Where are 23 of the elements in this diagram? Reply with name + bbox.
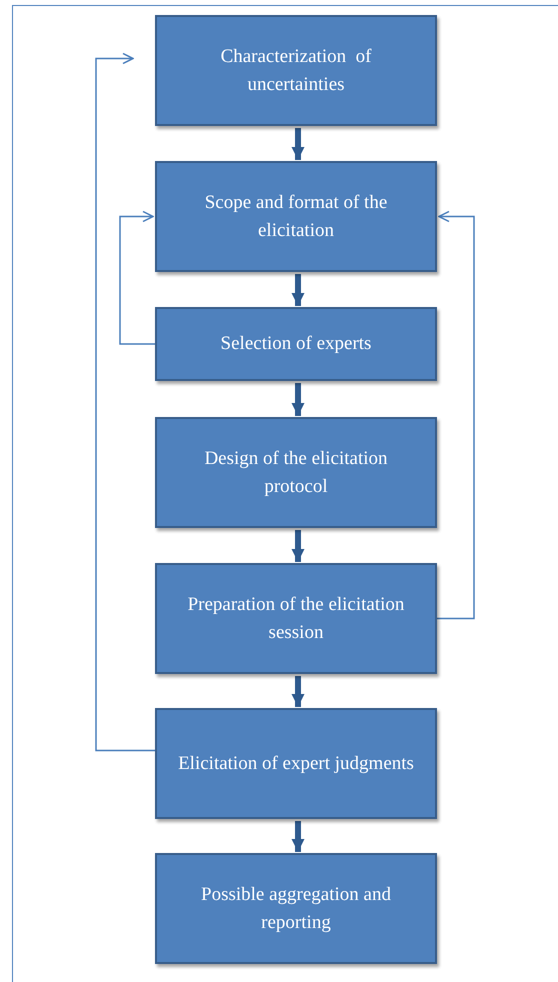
feedback-arrow (95, 52, 155, 752)
down-arrow (291, 530, 305, 562)
step-label: Selection of experts (220, 332, 372, 356)
step-label: Elicitation of expert judgments (178, 752, 414, 776)
down-arrow (291, 383, 305, 416)
process-box (155, 563, 437, 674)
down-arrow (291, 821, 305, 852)
feedback-arrow (119, 210, 155, 345)
step-label: Characterization of uncertainties (220, 44, 372, 96)
step-label: Scope and format of the elicitation (204, 190, 388, 242)
process-box (155, 307, 437, 381)
feedback-arrow (437, 210, 475, 620)
process-box (155, 708, 437, 819)
down-arrow (291, 676, 305, 707)
process-box (155, 417, 437, 528)
process-box (155, 853, 437, 964)
step-label: Possible aggregation and reporting (200, 882, 392, 934)
process-box (155, 15, 437, 126)
down-arrow (291, 274, 305, 306)
step-label: Preparation of the elicitation session (186, 592, 406, 644)
down-arrow (291, 128, 305, 160)
step-label: Design of the elicitation protocol (203, 446, 389, 498)
process-box (155, 161, 437, 272)
